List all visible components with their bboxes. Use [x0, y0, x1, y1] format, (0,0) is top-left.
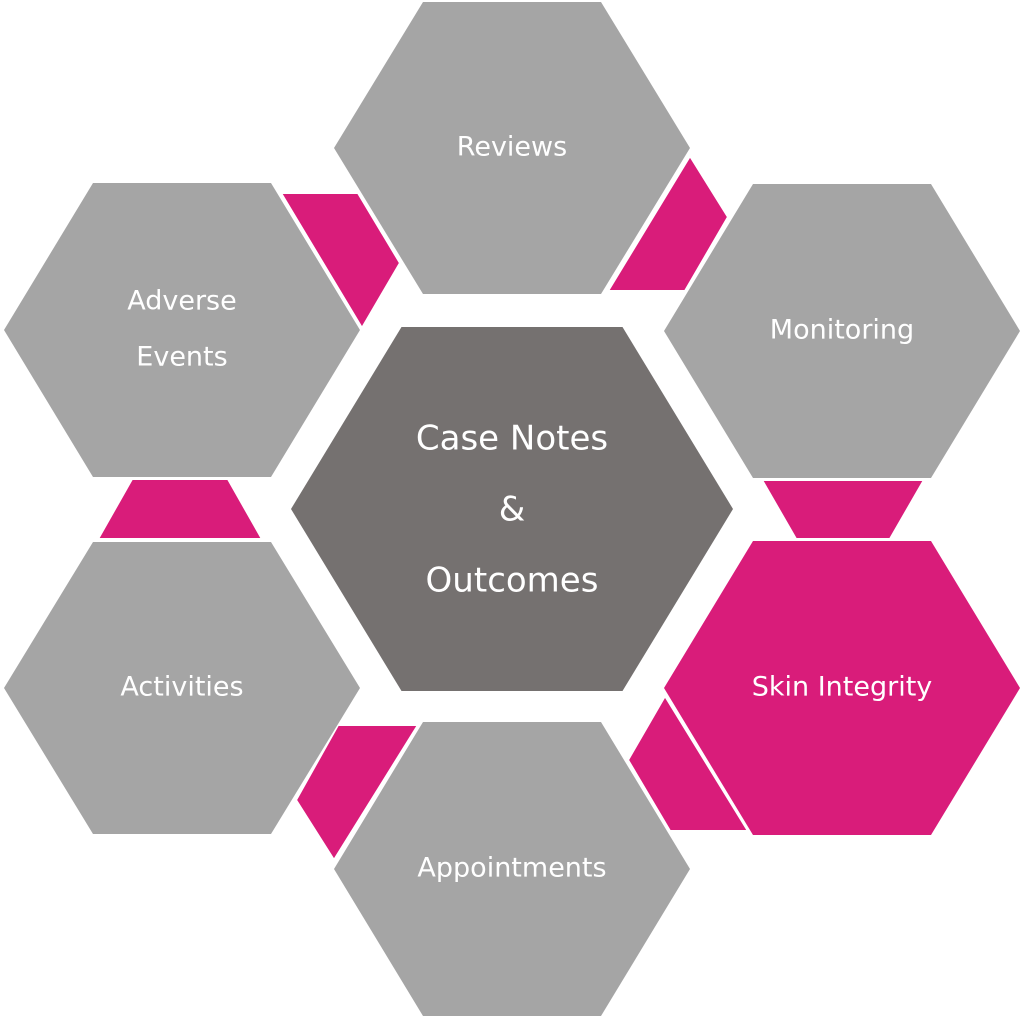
node-label: Events [136, 342, 227, 373]
node-label: Appointments [417, 853, 606, 884]
hexagon-shape [664, 541, 1020, 835]
hexagon-shape [334, 722, 690, 1016]
node-label: Skin Integrity [752, 672, 933, 703]
connector-adverse-events-to-reviews [279, 192, 402, 330]
hexagon-shape [334, 2, 690, 294]
node-label: & [499, 490, 526, 530]
node-appointments[interactable]: Appointments [334, 722, 690, 1016]
connector-activities-to-adverse-events [96, 478, 264, 540]
connectors [96, 154, 926, 862]
node-label: Outcomes [426, 561, 599, 601]
hexagon-shape [4, 542, 360, 834]
node-label: Monitoring [770, 315, 914, 346]
node-label: Activities [120, 672, 243, 703]
connector-monitoring-to-skin-integrity [760, 479, 926, 540]
node-label: Adverse [127, 286, 237, 317]
node-label: Case Notes [416, 419, 608, 459]
hexagon-shape [664, 184, 1020, 478]
hexagon-shape [291, 327, 733, 691]
center-node-group: Case Notes & Outcomes [291, 327, 733, 691]
connector-appointments-to-activities [294, 724, 420, 862]
node-skin-integrity[interactable]: Skin Integrity [664, 541, 1020, 835]
connector-skin-integrity-to-appointments [626, 694, 750, 832]
hexagon-shape [4, 183, 360, 477]
node-reviews[interactable]: Reviews [334, 2, 690, 294]
connector-reviews-to-monitoring [606, 154, 730, 292]
node-monitoring[interactable]: Monitoring [664, 184, 1020, 478]
node-case-notes-outcomes[interactable]: Case Notes & Outcomes [291, 327, 733, 691]
node-label: Reviews [457, 132, 567, 163]
node-activities[interactable]: Activities [4, 542, 360, 834]
